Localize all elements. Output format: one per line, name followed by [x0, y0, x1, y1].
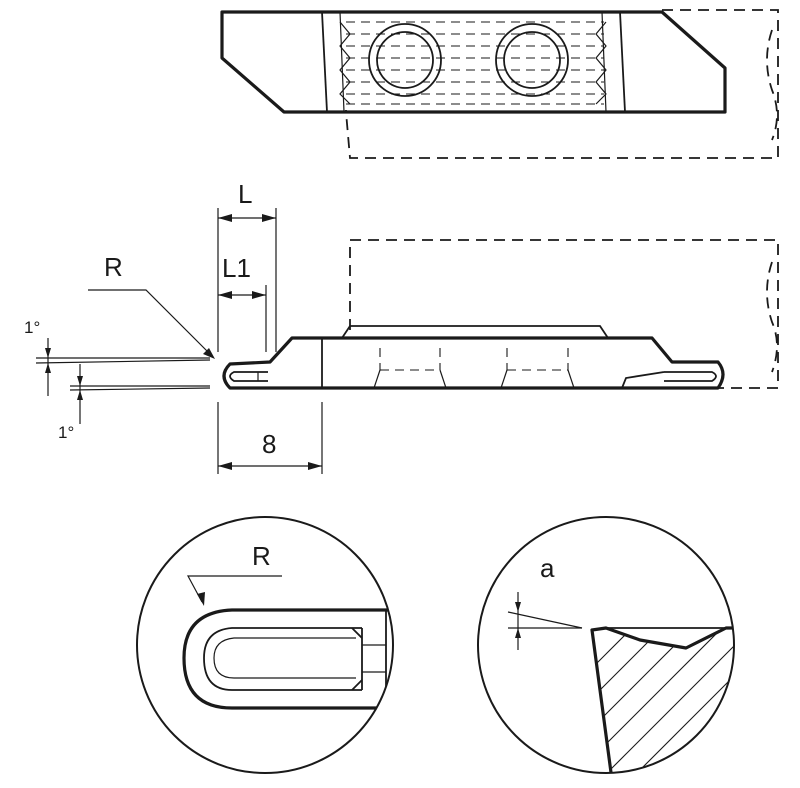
side-right-clamp-wedge: [621, 371, 665, 389]
top-clamp-left-edge: [321, 11, 328, 113]
side-view: L L1 R 1°: [24, 179, 779, 474]
dimension-L1: L1: [218, 253, 267, 352]
detail-view-R: R: [136, 516, 394, 774]
top-hole-right-outer: [495, 23, 569, 97]
dimension-8: 8: [217, 402, 323, 474]
top-zigzag-right: [595, 21, 607, 105]
top-hole-right-inner: [503, 31, 561, 89]
side-holder-dashed-outline: [349, 239, 779, 389]
top-holder-break-line: [766, 29, 778, 141]
angle-bottom: 1°: [58, 364, 211, 442]
detail-left-outer-profile: [182, 608, 393, 710]
top-zigzag-left: [339, 21, 351, 105]
detail-left-inner-slot-2: [213, 637, 356, 679]
label-L1: L1: [222, 253, 251, 283]
detail-left-inner-slot: [203, 627, 362, 691]
label-detail-a: a: [540, 553, 555, 583]
dimension-L: L: [217, 179, 277, 352]
side-left-slot: [229, 371, 268, 382]
detail-right-reference-line: [507, 611, 583, 629]
top-insert-outline: [220, 10, 727, 114]
side-hidden-features: [373, 348, 575, 389]
top-clamp-left-edge-2: [339, 11, 345, 113]
angle-top: 1°: [24, 318, 211, 396]
detail-view-a: a: [477, 516, 735, 774]
leader-R: R: [88, 252, 215, 359]
label-angle-bottom: 1°: [58, 423, 74, 442]
side-insert-body: [222, 336, 725, 390]
angle-a: a: [515, 553, 555, 650]
label-R: R: [104, 252, 123, 282]
label-angle-top: 1°: [24, 318, 40, 337]
side-right-slot: [664, 371, 717, 382]
top-hole-left-outer: [368, 23, 442, 97]
side-holder-break-line: [766, 261, 778, 373]
label-L: L: [238, 179, 252, 209]
top-hole-left-inner: [376, 31, 434, 89]
detail-left-circle: [136, 516, 394, 774]
top-hidden-lines: [346, 21, 604, 105]
label-detail-R: R: [252, 541, 271, 571]
top-clamp-right-edge: [619, 11, 626, 113]
side-clamp-plate: [341, 325, 609, 339]
label-8: 8: [262, 429, 276, 459]
detail-right-circle: [477, 516, 735, 774]
top-view: [220, 9, 779, 159]
